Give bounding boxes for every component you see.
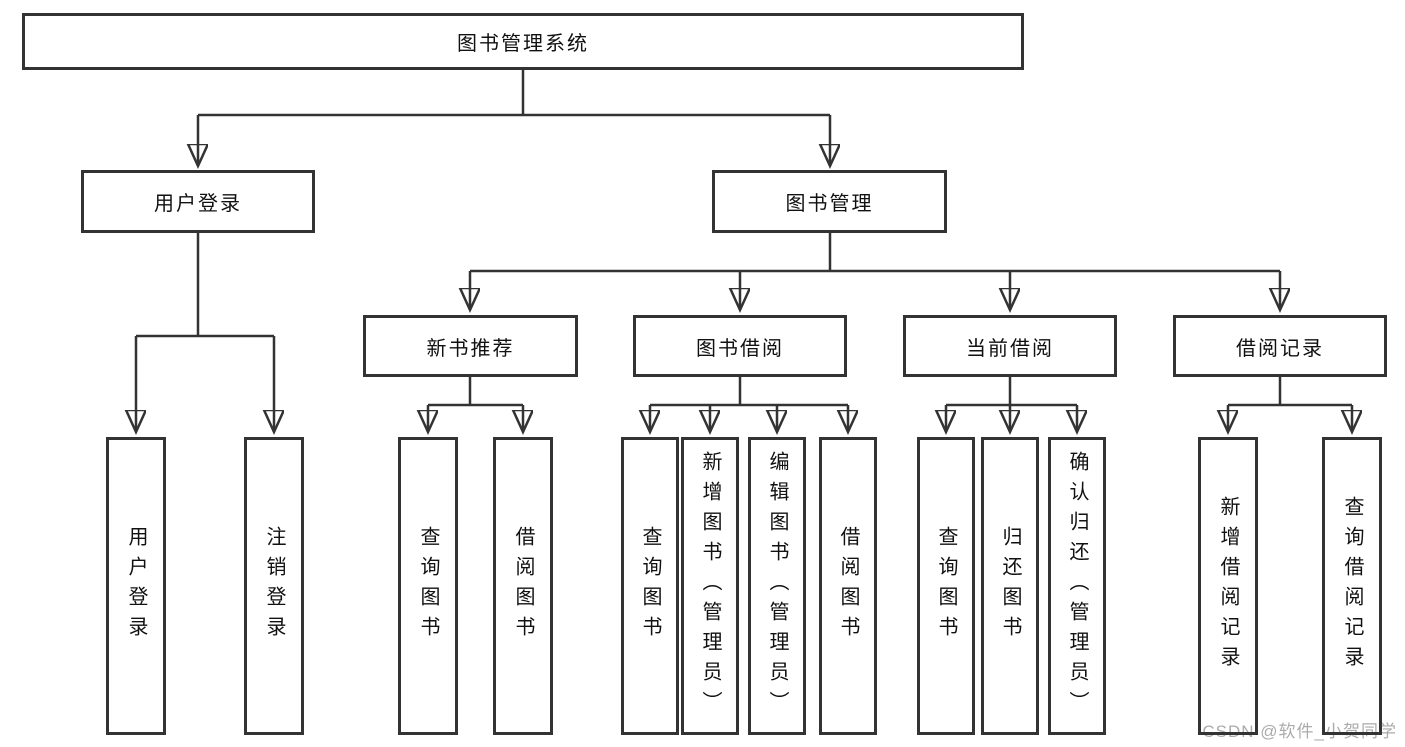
node-borrow-records: 借阅记录: [1173, 315, 1387, 377]
node-new-book-recommend: 新书推荐: [363, 315, 578, 377]
leaf-query-books-borrow-label: 查询图书: [639, 526, 661, 646]
leaf-query-borrow-record-label: 查询借阅记录: [1341, 496, 1363, 676]
leaf-add-borrow-record-label: 新增借阅记录: [1217, 496, 1239, 676]
leaf-add-borrow-record: 新增借阅记录: [1198, 437, 1258, 735]
node-book-management-label: 图书管理: [785, 193, 874, 215]
leaf-query-borrow-record: 查询借阅记录: [1322, 437, 1382, 735]
leaf-logout: 注销登录: [244, 437, 304, 735]
leaf-borrow-books: 借阅图书: [819, 437, 877, 735]
leaf-borrow-books-recommend-label: 借阅图书: [512, 526, 534, 646]
leaf-return-book-label: 归还图书: [999, 526, 1021, 646]
leaf-logout-label: 注销登录: [263, 526, 285, 646]
leaf-add-book-admin-label: 新增图书（管理员）: [699, 451, 721, 721]
leaf-query-books-current-label: 查询图书: [935, 526, 957, 646]
leaf-return-book: 归还图书: [981, 437, 1039, 735]
node-borrow-records-label: 借阅记录: [1236, 337, 1324, 360]
node-root: 图书管理系统: [22, 13, 1024, 70]
leaf-query-books-borrow: 查询图书: [621, 437, 679, 735]
node-book-borrow-label: 图书借阅: [696, 337, 784, 360]
node-current-borrow: 当前借阅: [903, 315, 1117, 377]
leaf-edit-book-admin-label: 编辑图书（管理员）: [766, 451, 788, 721]
leaf-edit-book-admin: 编辑图书（管理员）: [748, 437, 806, 735]
node-root-label: 图书管理系统: [457, 33, 589, 55]
node-current-borrow-label: 当前借阅: [966, 337, 1054, 360]
leaf-query-books-current: 查询图书: [917, 437, 975, 735]
leaf-add-book-admin: 新增图书（管理员）: [681, 437, 739, 735]
node-book-management: 图书管理: [712, 170, 947, 233]
node-book-borrow: 图书借阅: [633, 315, 847, 377]
leaf-user-login: 用户登录: [106, 437, 166, 735]
node-user-login: 用户登录: [81, 170, 315, 233]
leaf-borrow-books-recommend: 借阅图书: [493, 437, 553, 735]
leaf-confirm-return-admin-label: 确认归还（管理员）: [1066, 451, 1088, 721]
watermark: CSDN @软件_小贺同学: [1202, 722, 1397, 741]
leaf-borrow-books-label: 借阅图书: [837, 526, 859, 646]
leaf-query-books-recommend-label: 查询图书: [417, 526, 439, 646]
leaf-query-books-recommend: 查询图书: [398, 437, 458, 735]
leaf-confirm-return-admin: 确认归还（管理员）: [1048, 437, 1106, 735]
node-user-login-label: 用户登录: [154, 193, 242, 215]
node-new-book-recommend-label: 新书推荐: [426, 337, 515, 360]
leaf-user-login-label: 用户登录: [125, 526, 147, 646]
